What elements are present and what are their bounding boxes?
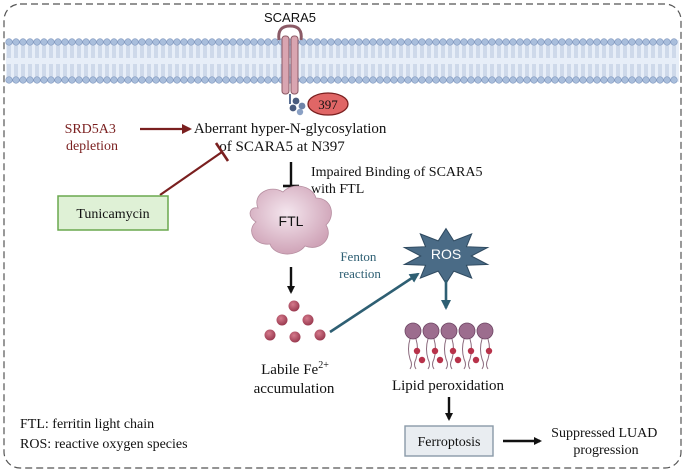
- tunicamycin-inhibition-bar: [214, 142, 230, 162]
- srd5a3-line1: SRD5A3: [65, 122, 116, 137]
- fenton-line2: reaction: [339, 266, 381, 281]
- legend-ros-definition: ROS: reactive oxygen species: [20, 437, 188, 452]
- glycosylation-site-label: 397: [318, 97, 338, 112]
- glycosylation-site-badge: 397: [307, 92, 349, 116]
- iron-accumulation-label: accumulation: [254, 381, 335, 397]
- luad-line2: progression: [573, 443, 638, 458]
- iron-label-main: Labile Fe: [261, 362, 318, 378]
- binding-line2: with FTL: [311, 182, 364, 197]
- glycosylation-text: Aberrant hyper-N-glycosylation of SCARA5…: [194, 121, 390, 155]
- receptor-label: SCARA5: [264, 10, 316, 25]
- iron-label-sup: 2+: [318, 360, 329, 371]
- ros-label: ROS: [431, 246, 461, 262]
- glycosylation-line2: of SCARA5 at N397: [219, 139, 345, 155]
- iron-ions-icon: [264, 300, 326, 343]
- cell-membrane: [5, 38, 679, 84]
- ferroptosis-box: [404, 425, 494, 457]
- fenton-line1: Fenton: [340, 249, 377, 264]
- outer-frame: [3, 3, 682, 469]
- legend-ftl-definition: FTL: ferritin light chain: [20, 417, 154, 432]
- tunicamycin-inhibition-line: [159, 151, 223, 196]
- iron-label: Labile Fe2+: [261, 360, 329, 378]
- srd5a3-line2: depletion: [66, 139, 118, 154]
- lipid-peroxidation-icon: [404, 322, 494, 370]
- ftl-protein-icon: [249, 185, 332, 255]
- ferroptosis-label: Ferroptosis: [418, 435, 481, 450]
- ftl-label: FTL: [279, 213, 304, 229]
- luad-label: Suppressed LUAD progression: [551, 426, 661, 458]
- luad-line1: Suppressed LUAD: [551, 426, 657, 441]
- fenton-arrow: [329, 272, 420, 334]
- tunicamycin-box: [57, 195, 169, 231]
- tunicamycin-label: Tunicamycin: [76, 207, 149, 222]
- fenton-label: Fenton reaction: [339, 249, 381, 281]
- binding-text: Impaired Binding of SCARA5 with FTL: [311, 165, 486, 197]
- binding-line1: Impaired Binding of SCARA5: [311, 165, 483, 180]
- srd5a3-depletion-label: SRD5A3 depletion: [65, 122, 120, 154]
- glycosylation-line1: Aberrant hyper-N-glycosylation: [194, 121, 387, 137]
- lipid-peroxidation-label: Lipid peroxidation: [392, 378, 505, 394]
- scara5-receptor-icon: [277, 24, 306, 116]
